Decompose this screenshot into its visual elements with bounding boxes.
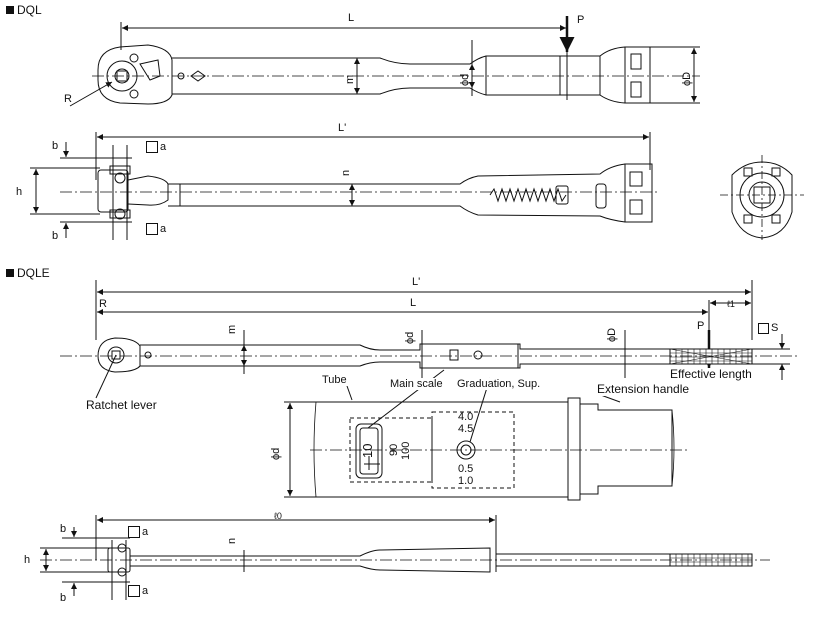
graduation-bottom-values: 0.5 1.0 [458, 463, 473, 487]
square-drive-icon [146, 223, 158, 235]
square-a-top-label: a [160, 141, 167, 153]
square-drive-icon [128, 585, 140, 597]
dql-top-view [69, 16, 700, 107]
dqle-side-h-label: h [24, 554, 31, 566]
square-a-top: a [146, 141, 166, 153]
dim-m-label: m [344, 74, 356, 84]
dqle-dim-l-label: L [410, 297, 417, 309]
dqle-dim-phiD-label: ϕD [606, 327, 618, 342]
scale-100-label: 100 [400, 441, 412, 460]
dqle-side-b-top-label: b [60, 523, 67, 535]
dqle-square-a-bottom-label: a [142, 585, 149, 597]
graduation-callout: Graduation, Sup. [455, 378, 543, 390]
graduation-value: 1.0 [458, 475, 474, 487]
dqle-dim-s-label: S [771, 322, 779, 334]
dim-b-top-label: b [52, 140, 59, 152]
tube-callout: Tube [320, 374, 349, 386]
main-scale-callout: Main scale [388, 378, 445, 390]
graduation-top-values: 4.0 4.5 [458, 411, 473, 435]
section-dql-label: DQL [17, 3, 42, 17]
dim-h-label: h [16, 186, 23, 198]
section-dqle: DQLE [6, 266, 50, 280]
dim-l-label: L [348, 12, 355, 24]
square-drive-icon [128, 526, 140, 538]
load-p-label: P [577, 14, 585, 26]
extension-handle-callout: Extension handle [595, 382, 692, 396]
dqle-square-a-bottom: a [128, 585, 148, 597]
square-drive-icon [146, 141, 158, 153]
detail-dim-phid-label: ϕd [270, 447, 282, 460]
dim-phiD-label: ϕD [681, 71, 693, 86]
dql-end-view [720, 155, 804, 240]
main-scale-value: 10 [360, 443, 375, 458]
dqle-square-a-top: a [128, 526, 148, 538]
dim-phid-label: ϕd [459, 73, 471, 86]
section-dqle-label: DQLE [17, 266, 50, 280]
graduation-value: 0.5 [458, 463, 474, 475]
section-dql: DQL [6, 3, 42, 17]
dqle-dim-m-label: m [226, 324, 238, 334]
square-icon [758, 322, 769, 334]
dim-lprime-label: L' [338, 122, 347, 134]
dqle-load-p-label: P [697, 320, 705, 332]
dim-b-bottom-label: b [52, 230, 59, 242]
dim-r-label: R [64, 93, 72, 105]
dim-l0-label: ℓ0 [274, 511, 282, 521]
section-marker [6, 6, 14, 14]
square-a-bottom: a [146, 223, 166, 235]
dqle-dim-lprime-label: L' [412, 276, 421, 288]
dim-n-label: n [340, 169, 352, 176]
dqle-dim-l1-label: ℓ1 [727, 299, 735, 309]
ratchet-lever-label: Ratchet lever [86, 398, 157, 412]
dqle-side-view [40, 515, 770, 600]
dqle-side-n-label: n [226, 537, 238, 544]
dql-side-view [30, 132, 660, 240]
graduation-value: 4.5 [458, 423, 474, 435]
dqle-dim-r-label: R [99, 298, 107, 310]
graduation-value: 4.0 [458, 411, 474, 423]
scale-90-label: 90 [388, 443, 400, 456]
square-a-bottom-label: a [160, 223, 167, 235]
scale-detail-view [284, 397, 690, 501]
dqle-dim-s: S [758, 322, 778, 334]
dqle-dim-phid-label: ϕd [404, 331, 416, 344]
section-marker [6, 269, 14, 277]
effective-length-label: Effective length [670, 367, 752, 381]
dqle-top-view [60, 280, 800, 443]
dqle-square-a-top-label: a [142, 526, 149, 538]
dqle-side-b-bottom-label: b [60, 592, 67, 604]
